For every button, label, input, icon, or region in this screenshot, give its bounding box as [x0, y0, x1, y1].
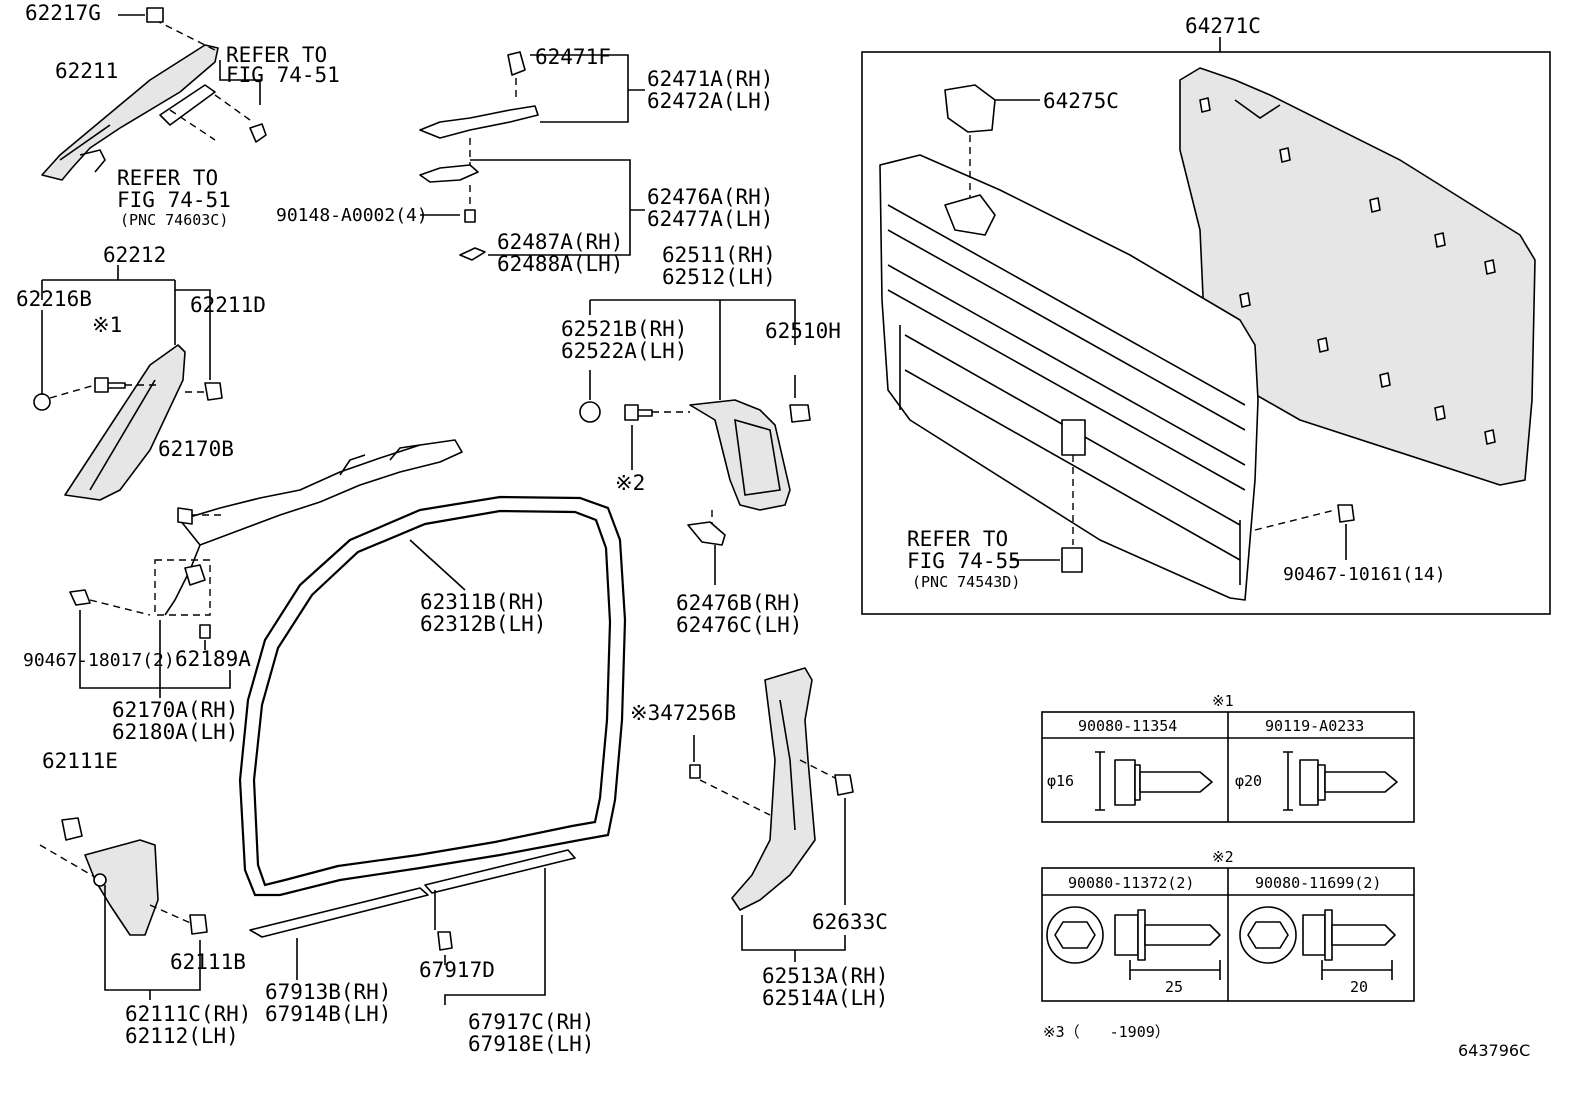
label-90467-18017: 90467-18017(2)	[23, 650, 175, 671]
table-1-bolts	[1041, 711, 1415, 823]
label-62521B: 62521B(RH)	[561, 317, 687, 341]
label-62180A: 62180A(LH)	[112, 720, 238, 744]
table-1-col2: 90119-A0233	[1265, 717, 1364, 735]
label-mark-2: ※2	[615, 471, 645, 495]
label-62476A: 62476A(RH)	[647, 185, 773, 209]
table-2-len2: 20	[1350, 978, 1368, 996]
label-62513A: 62513A(RH)	[762, 964, 888, 988]
table-2-col2: 90080-11699(2)	[1255, 874, 1381, 892]
label-62170A: 62170A(RH)	[112, 698, 238, 722]
part-62111C-lower-garnish	[39, 817, 208, 1000]
part-64271C-back-door-trim	[861, 37, 1551, 615]
label-mark-1: ※1	[92, 313, 122, 337]
table-1-dim2: φ20	[1235, 772, 1262, 790]
part-67913B-scuff-plate	[249, 849, 576, 1005]
part-62212-pillar-garnish	[33, 265, 223, 501]
label-67917D: 67917D	[419, 958, 495, 982]
label-62514A: 62514A(LH)	[762, 986, 888, 1010]
part-62311B-door-weatherstrip	[238, 495, 627, 897]
table-2-mark: ※2	[1212, 848, 1234, 866]
label-62476C: 62476C(LH)	[676, 613, 802, 637]
label-62472A: 62472A(LH)	[647, 89, 773, 113]
label-62112: 62112(LH)	[125, 1024, 239, 1048]
table-1-mark: ※1	[1212, 692, 1234, 710]
label-62211D: 62211D	[190, 293, 266, 317]
label-refer-2b: FIG 74-51	[117, 188, 231, 212]
label-62510H: 62510H	[765, 319, 841, 343]
label-62511: 62511(RH)	[662, 243, 776, 267]
footnote-mark-3: ※3（ -1909）	[1043, 1023, 1170, 1041]
label-67914B: 67914B(LH)	[265, 1002, 391, 1026]
label-64275C: 64275C	[1043, 89, 1119, 113]
label-62487A: 62487A(RH)	[497, 230, 623, 254]
label-90467-10161: 90467-10161(14)	[1283, 564, 1446, 585]
label-62471A: 62471A(RH)	[647, 67, 773, 91]
label-refer-3c: (PNC 74543D)	[912, 573, 1020, 591]
label-62212: 62212	[103, 243, 166, 267]
part-62211-a-pillar-garnish	[41, 7, 267, 181]
label-62211: 62211	[55, 59, 118, 83]
label-62312B: 62312B(LH)	[420, 612, 546, 636]
part-62511-center-pillar-trim	[579, 299, 811, 585]
label-62216B: 62216B	[16, 287, 92, 311]
diagram-id: 643796C	[1458, 1041, 1530, 1060]
label-refer-2a: REFER TO	[117, 166, 218, 190]
label-62111E: 62111E	[42, 749, 118, 773]
part-62471A-assist-grip	[419, 51, 645, 261]
label-62189A: 62189A	[175, 647, 251, 671]
label-62488A: 62488A(LH)	[497, 252, 623, 276]
label-62170B: 62170B	[158, 437, 234, 461]
label-62522A: 62522A(LH)	[561, 339, 687, 363]
part-62170A-curtain-airbag	[69, 439, 463, 698]
label-refer-1b: FIG 74-51	[226, 63, 340, 87]
part-62513A-quarter-trim	[689, 667, 854, 962]
label-62512: 62512(LH)	[662, 265, 776, 289]
label-67913B: 67913B(RH)	[265, 980, 391, 1004]
label-64271C: 64271C	[1185, 14, 1261, 38]
label-90148-A0002: 90148-A0002(4)	[276, 205, 428, 226]
table-2-len1: 25	[1165, 978, 1183, 996]
label-refer-1a: REFER TO	[226, 43, 327, 67]
label-62471F: 62471F	[535, 45, 611, 69]
label-refer-2c: (PNC 74603C)	[120, 211, 228, 229]
label-refer-3a: REFER TO	[907, 527, 1008, 551]
table-1-col1: 90080-11354	[1078, 717, 1177, 735]
label-62111C: 62111C(RH)	[125, 1002, 251, 1026]
label-refer-3b: FIG 74-55	[907, 549, 1021, 573]
label-62111B: 62111B	[170, 950, 246, 974]
label-62311B: 62311B(RH)	[420, 590, 546, 614]
label-62476B: 62476B(RH)	[676, 591, 802, 615]
labels: 62217G 62211 REFER TO FIG 74-51 REFER TO…	[16, 1, 1530, 1060]
table-1-dim1: φ16	[1047, 772, 1074, 790]
table-2-col1: 90080-11372(2)	[1068, 874, 1194, 892]
label-67918E: 67918E(LH)	[468, 1032, 594, 1056]
label-62633C: 62633C	[812, 910, 888, 934]
label-67917C: 67917C(RH)	[468, 1010, 594, 1034]
table-2-bolts	[1041, 867, 1415, 1002]
label-mark-3-47256B: ※347256B	[630, 701, 736, 725]
label-62217G: 62217G	[25, 1, 101, 25]
label-62477A: 62477A(LH)	[647, 207, 773, 231]
